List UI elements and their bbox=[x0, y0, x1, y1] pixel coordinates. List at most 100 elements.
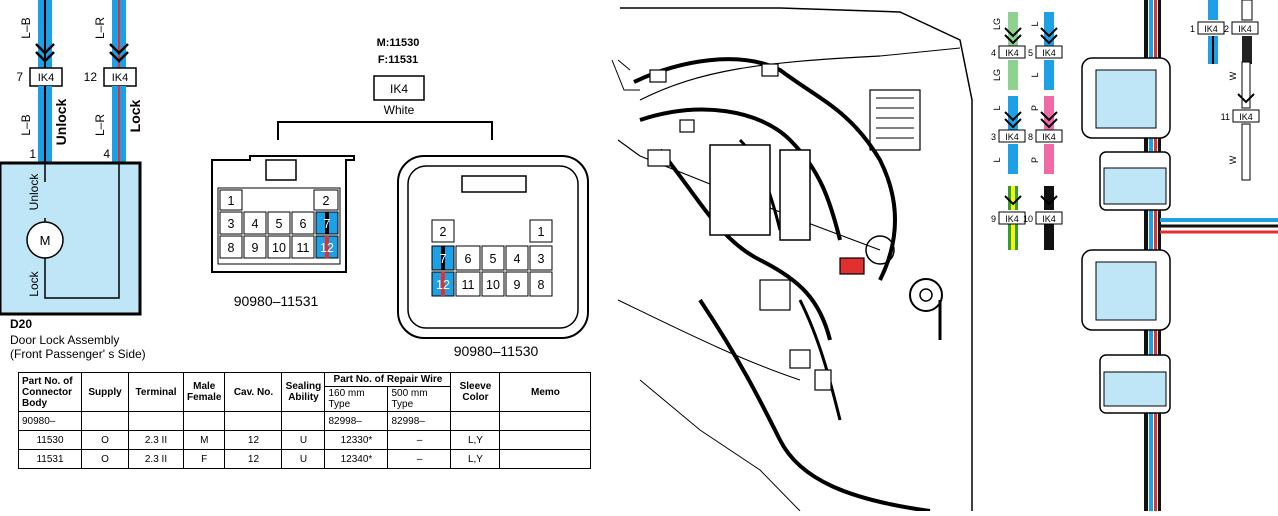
connector-arrow-icon bbox=[1004, 111, 1022, 129]
wire-label: P bbox=[1030, 105, 1040, 111]
wire-label: L bbox=[992, 157, 1002, 162]
wire-label: L bbox=[1030, 21, 1040, 26]
wire-label: L–R bbox=[93, 17, 107, 39]
header-part-no: Part No. of Connector Body bbox=[18, 372, 82, 412]
table-row: 90980– 82998– 82998– bbox=[18, 411, 592, 431]
wire-label: L–R bbox=[93, 114, 107, 136]
cell: 12 bbox=[320, 241, 334, 255]
wire-legend: IK4 4 LG LG IK4 5 L L IK4 3 L L IK4 8 P … bbox=[991, 0, 1278, 511]
pin-number: 9 bbox=[991, 214, 996, 224]
cell: 10 bbox=[486, 278, 500, 292]
connector-arrow-icon bbox=[35, 43, 55, 63]
female-cells: 1 2 3 4 5 6 7 8 9 10 11 12 bbox=[219, 189, 339, 259]
part-code: D20 bbox=[10, 317, 32, 331]
cell-w160: 12340* bbox=[324, 449, 389, 469]
cell: 5 bbox=[490, 252, 497, 266]
cell: 7 bbox=[440, 252, 447, 266]
wire-label: L bbox=[1030, 72, 1040, 77]
pin-number: 8 bbox=[1028, 132, 1033, 142]
cell-cav: 12 bbox=[224, 449, 283, 469]
cell-sleeve: L,Y bbox=[450, 449, 501, 469]
cell: 2 bbox=[323, 194, 330, 208]
header-500mm: 500 mm Type bbox=[387, 386, 452, 412]
cell-memo bbox=[499, 430, 592, 450]
cell-sleeve: L,Y bbox=[450, 430, 501, 450]
connector-box bbox=[998, 129, 1026, 143]
connector-arrow-icon bbox=[109, 43, 129, 63]
cell: 10 bbox=[272, 241, 286, 255]
connector-name: IK4 bbox=[1042, 132, 1056, 142]
connector-arrow-icon bbox=[1040, 111, 1058, 129]
cell: 1 bbox=[228, 194, 235, 208]
bracket bbox=[277, 121, 493, 140]
cell: 5 bbox=[276, 217, 283, 231]
cell-mf: M bbox=[182, 430, 226, 450]
pin-number: 12 bbox=[84, 70, 98, 84]
wire-label: P bbox=[1030, 157, 1040, 163]
cell-cav: 12 bbox=[224, 430, 283, 450]
pin-number: 10 bbox=[1023, 214, 1033, 224]
cell-supply: O bbox=[81, 449, 129, 469]
connector-box bbox=[1035, 129, 1063, 143]
connector-arrow-icon bbox=[1237, 93, 1255, 104]
header-160mm: 160 mm Type bbox=[324, 386, 389, 412]
connector-name: IK4 bbox=[38, 72, 55, 84]
connector-name: IK4 bbox=[1005, 48, 1019, 58]
connector-name: IK4 bbox=[1042, 48, 1056, 58]
pin-number: 11 bbox=[1221, 112, 1230, 122]
motor-icon bbox=[26, 221, 64, 259]
cell: 3 bbox=[538, 252, 545, 266]
cell-seal: U bbox=[281, 430, 326, 450]
part-side: (Front Passenger' s Side) bbox=[10, 347, 146, 361]
header-sealing: Sealing Ability bbox=[281, 372, 326, 412]
cell: 9 bbox=[252, 241, 259, 255]
cell-w500: – bbox=[387, 430, 452, 450]
connector-arrow-icon bbox=[1004, 27, 1022, 45]
cell: 7 bbox=[324, 217, 331, 231]
female-part-number: 90980–11531 bbox=[234, 293, 319, 309]
door-lock-circuit: L–B L–R IK4 IK4 7 12 L–B L–R Unlock Lock… bbox=[0, 0, 146, 361]
cell-w160: 12330* bbox=[324, 430, 389, 450]
cell-memo bbox=[499, 449, 592, 469]
cell: 4 bbox=[514, 252, 521, 266]
pin-number: 4 bbox=[991, 48, 996, 58]
cell: 8 bbox=[538, 278, 545, 292]
pin-number: 1 bbox=[29, 147, 36, 161]
connector-box bbox=[998, 45, 1026, 59]
cell-terminal: 2.3 II bbox=[128, 430, 184, 450]
cell-terminal: 2.3 II bbox=[128, 449, 184, 469]
cell: 12 bbox=[436, 278, 450, 292]
ik4-location-marker bbox=[839, 257, 865, 275]
connector-name: IK4 bbox=[1239, 112, 1253, 122]
motor-label: M bbox=[40, 233, 51, 248]
header-repair-wire: Part No. of Repair Wire bbox=[324, 372, 452, 387]
wire-label: L bbox=[992, 105, 1002, 110]
cell: 2 bbox=[440, 225, 447, 239]
header-terminal: Terminal bbox=[128, 372, 184, 412]
function-label: Lock bbox=[127, 99, 143, 132]
pin-number: 3 bbox=[991, 132, 996, 142]
cell-mf: F bbox=[182, 449, 226, 469]
connector-part-table: Part No. of Connector Body Supply Termin… bbox=[18, 372, 592, 469]
cell-w500: 82998– bbox=[387, 411, 452, 431]
connector-arrow-icon bbox=[1004, 195, 1022, 206]
connector-box bbox=[1232, 109, 1260, 123]
header-sleeve-color: Sleeve Color bbox=[450, 372, 501, 412]
cell-w500: – bbox=[387, 449, 452, 469]
door-lock-assembly-box bbox=[0, 161, 142, 316]
male-part-number: 90980–11530 bbox=[454, 343, 539, 359]
cell-part: 11531 bbox=[18, 449, 82, 469]
connector-box bbox=[1231, 21, 1259, 35]
header-cav-no: Cav. No. bbox=[224, 372, 283, 412]
connector-color: White bbox=[384, 103, 415, 117]
table-row: 11531 O 2.3 II F 12 U 12340* – L,Y bbox=[18, 449, 592, 469]
cell-part: 90980– bbox=[18, 411, 82, 431]
header-supply: Supply bbox=[81, 372, 129, 412]
pin-number: 1 bbox=[1190, 24, 1195, 34]
wire-label: LG bbox=[992, 69, 1002, 81]
wire-label: L–B bbox=[19, 114, 33, 135]
cell: 11 bbox=[297, 241, 310, 255]
connector-faces: M:11530 F:11531 IK4 White 1 2 3 4 5 6 7 … bbox=[211, 37, 589, 359]
